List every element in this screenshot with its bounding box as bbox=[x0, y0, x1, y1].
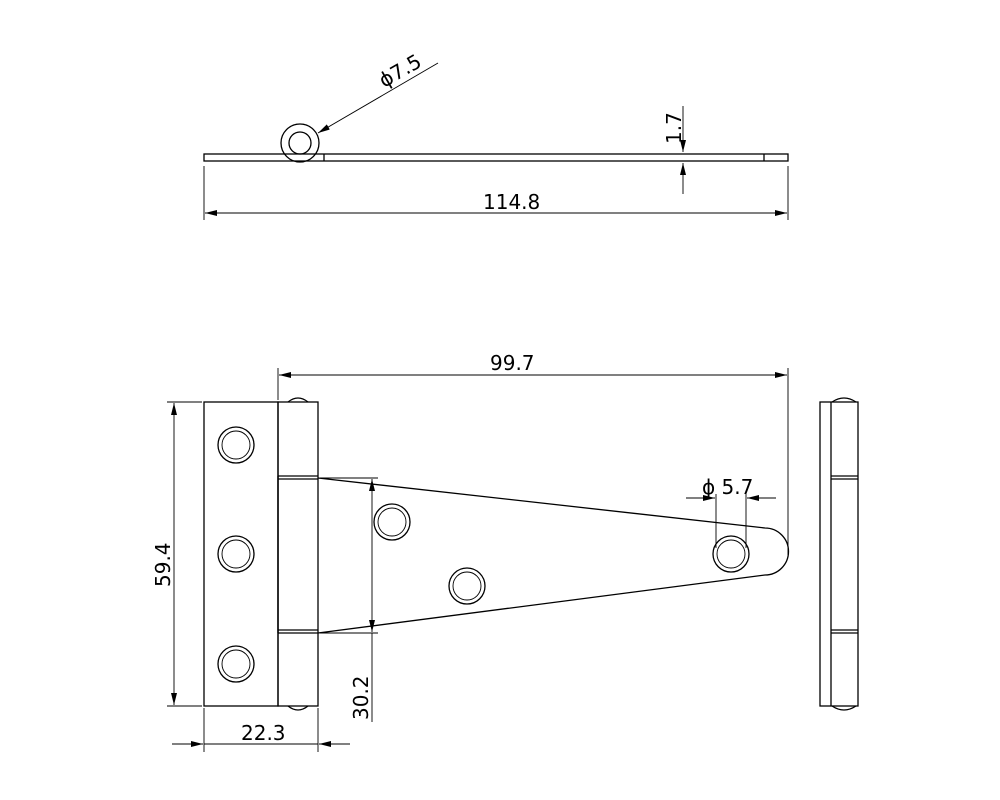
pin-head-bottom bbox=[287, 705, 309, 711]
knuckle-barrel bbox=[277, 401, 319, 707]
strap-hole-inner bbox=[716, 539, 746, 569]
top-view: ϕ7.5 1.7 114.8 bbox=[203, 49, 789, 220]
hole-diameter-label: ϕ 5.7 bbox=[702, 475, 753, 499]
pin-head-top bbox=[287, 397, 309, 403]
leaf-hole-inner bbox=[221, 649, 251, 679]
leaf-hole-inner bbox=[221, 539, 251, 569]
strap-hole-inner bbox=[377, 507, 407, 537]
side-profile bbox=[819, 401, 859, 707]
leaf-hole-outer bbox=[217, 645, 255, 683]
side-view bbox=[819, 397, 859, 711]
side-pin-head-bottom bbox=[831, 705, 857, 711]
leaf-width-label: 22.3 bbox=[241, 721, 286, 745]
hinge-plate-side bbox=[203, 153, 789, 162]
leaf-hole-inner bbox=[221, 430, 251, 460]
leaf-height-label: 59.4 bbox=[151, 542, 175, 587]
strap-hole-outer bbox=[712, 535, 750, 573]
overall-length-label: 114.8 bbox=[483, 190, 540, 214]
strap-length-label: 99.7 bbox=[490, 351, 535, 375]
strap-hole-outer bbox=[373, 503, 411, 541]
front-view: 99.7 59.4 30.2 22.3 ϕ 5.7 bbox=[151, 351, 790, 752]
side-pin-head-top bbox=[831, 397, 857, 403]
strap-hole-outer bbox=[448, 567, 486, 605]
hinge-leaf bbox=[203, 401, 279, 707]
leaf-hole-outer bbox=[217, 535, 255, 573]
strap-hole-inner bbox=[452, 571, 482, 601]
strap-width-label: 30.2 bbox=[349, 675, 373, 720]
pin-diameter-label: ϕ7.5 bbox=[375, 49, 426, 92]
leaf-hole-outer bbox=[217, 426, 255, 464]
pin-diameter-leader bbox=[317, 62, 439, 134]
tapered-strap bbox=[317, 477, 790, 634]
knuckle-pin bbox=[288, 131, 312, 155]
thickness-label: 1.7 bbox=[662, 112, 686, 144]
knuckle-outer bbox=[280, 123, 320, 163]
